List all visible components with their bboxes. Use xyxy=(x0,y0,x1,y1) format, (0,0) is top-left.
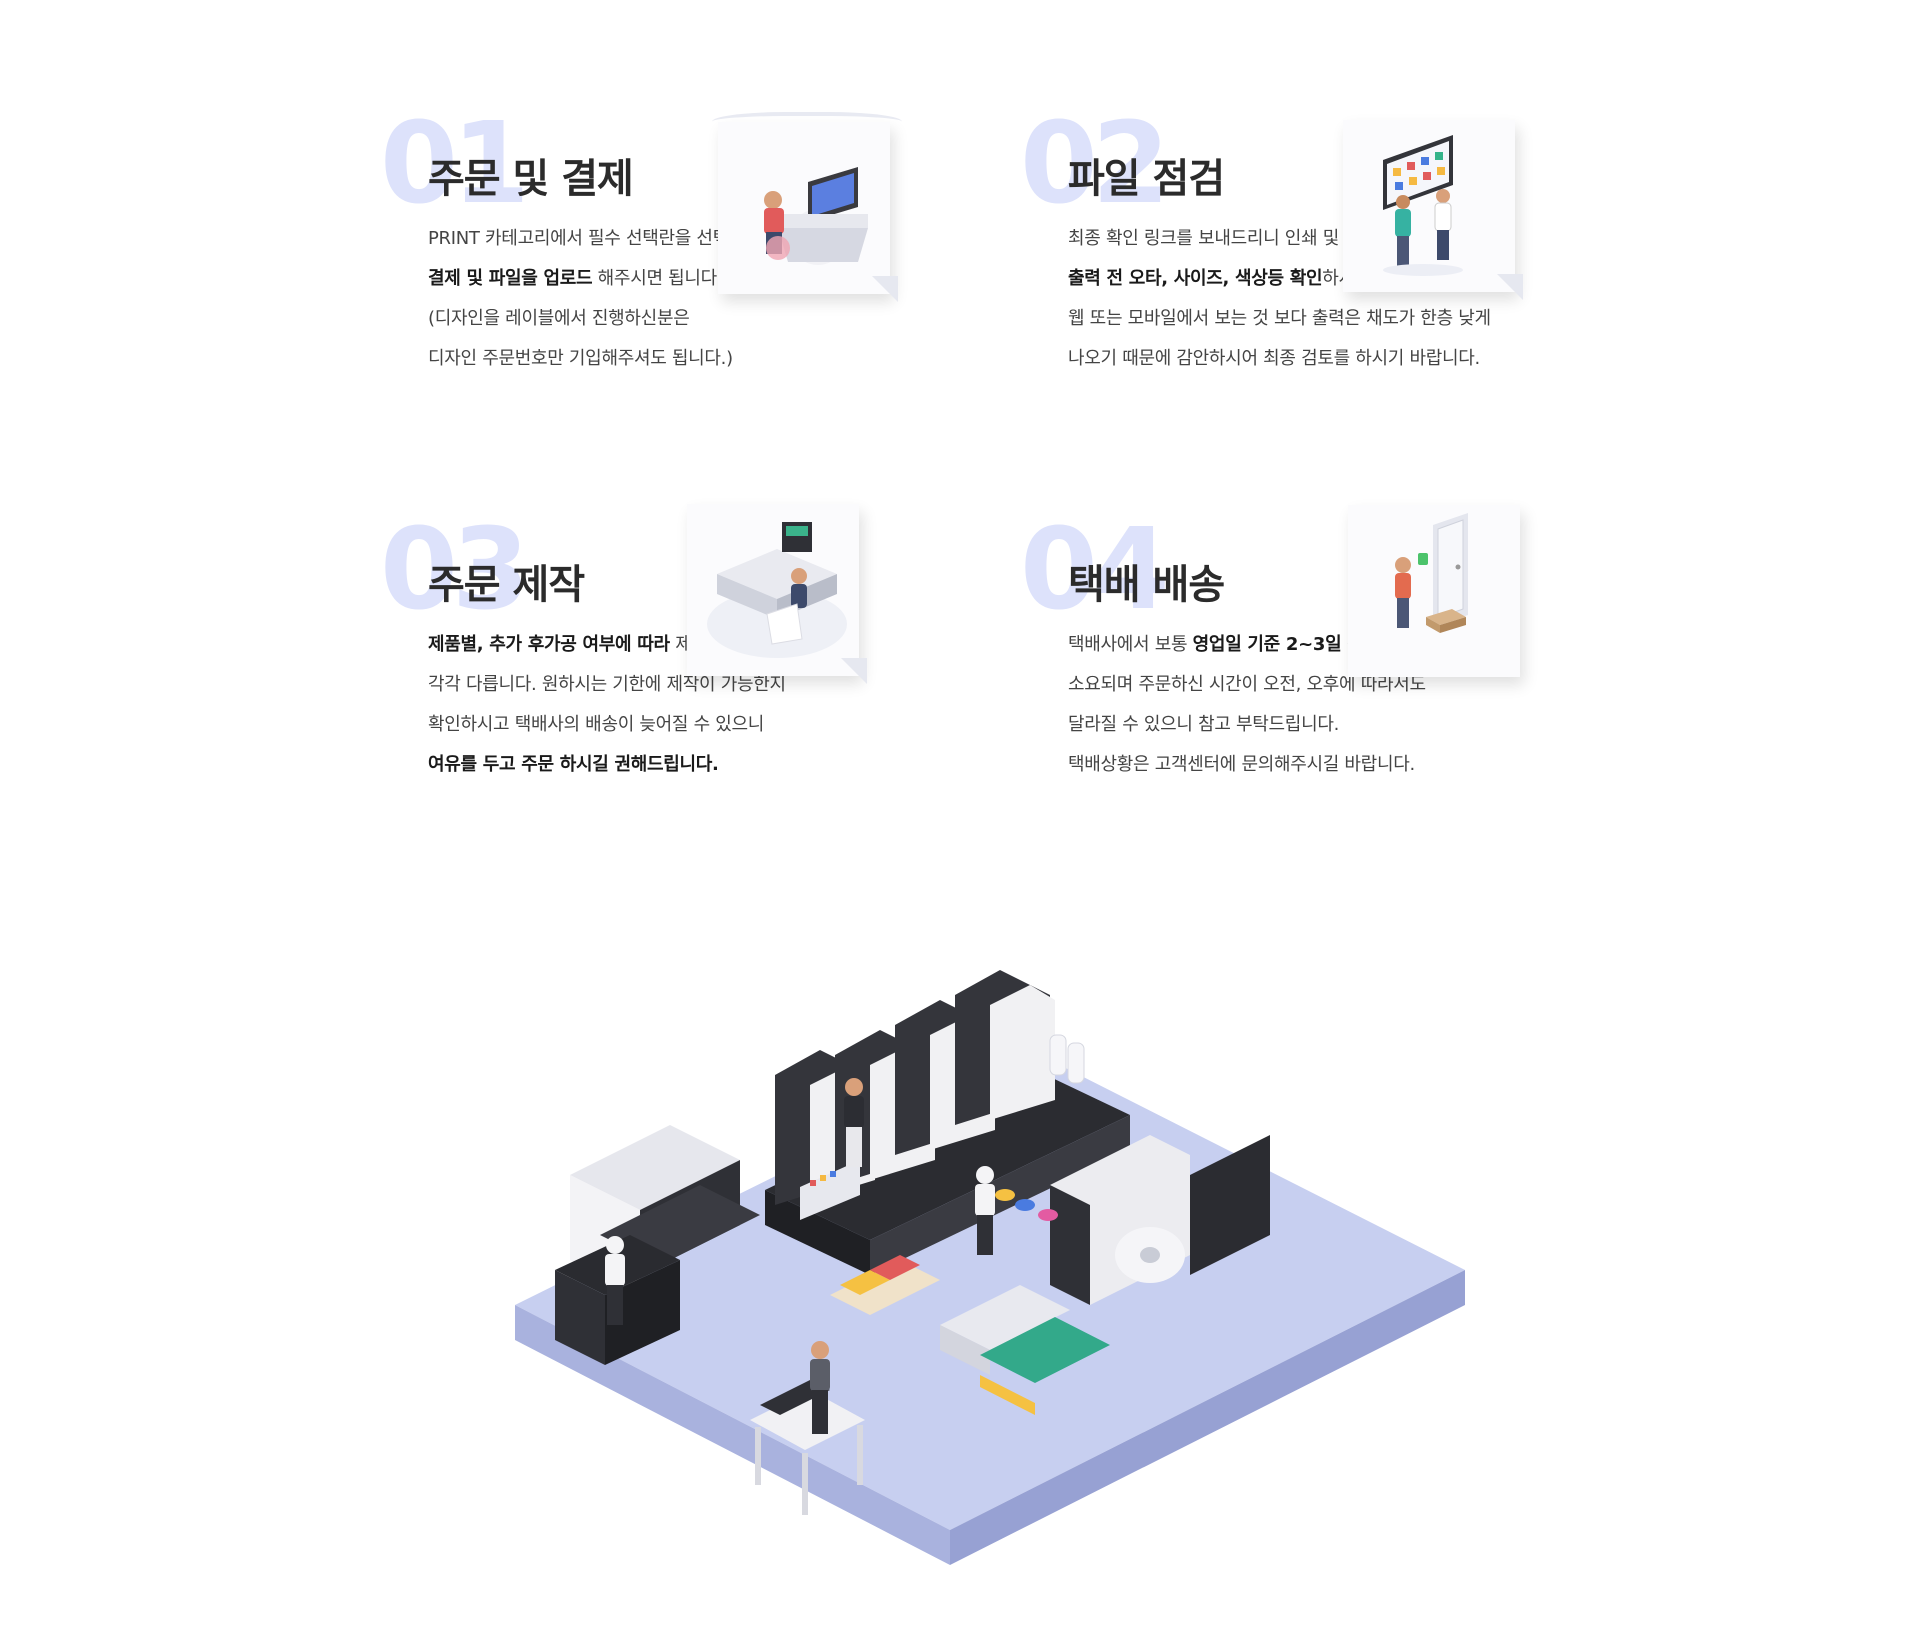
step-description-line: 웹 또는 모바일에서 보는 것 보다 출력은 채도가 한층 낮게 xyxy=(1068,299,1628,339)
step-title: 택배 배송 xyxy=(1068,562,1225,608)
step-description-text: 택배상황은 고객센터에 문의해주시길 바랍니다. xyxy=(1068,754,1415,775)
step-description-text: 택배사에서 보통 xyxy=(1068,634,1193,655)
step-description-text: 최종 확인 링크를 보내드리니 인쇄 및 xyxy=(1068,228,1340,249)
step-description-text: 나오기 때문에 감안하시어 최종 검토를 하시기 바랍니다. xyxy=(1068,348,1480,369)
step-title: 주문 및 결제 xyxy=(428,156,634,202)
step-title: 주문 제작 xyxy=(428,562,585,608)
step-description-line: PRINT 카테고리에서 필수 선택란을 선택 후 xyxy=(428,219,988,259)
step-description-text: 확인하시고 택배사의 배송이 늦어질 수 있으니 xyxy=(428,714,765,735)
step-description-emphasis: 결제 및 파일을 업로드 xyxy=(428,268,593,289)
file-review-board-illustration xyxy=(1343,120,1523,300)
step-description-line: 각각 다릅니다. 원하시는 기한에 제작이 가능한지 xyxy=(428,665,988,705)
step-description-line: 택배상황은 고객센터에 문의해주시길 바랍니다. xyxy=(1068,745,1628,785)
step-description-emphasis: 출력 전 오타, 사이즈, 색상등 확인 xyxy=(1068,268,1323,289)
step-description-text: 소요되며 주문하신 시간이 오전, 오후에 따라서도 xyxy=(1068,674,1426,695)
step-description-line: (디자인을 레이블에서 진행하신분은 xyxy=(428,299,988,339)
step-description-emphasis: 영업일 기준 2~3일 xyxy=(1192,634,1342,655)
step-description-emphasis: 여유를 두고 주문 하시길 권해드립니다. xyxy=(428,754,719,775)
step-description-line: 디자인 주문번호만 기입해주셔도 됩니다.) xyxy=(428,339,988,379)
step-title: 파일 점검 xyxy=(1068,156,1225,202)
step-description: 택배사에서 보통 영업일 기준 2~3일 정도소요되며 주문하신 시간이 오전,… xyxy=(1068,625,1628,785)
step-description-line: 택배사에서 보통 영업일 기준 2~3일 정도 xyxy=(1068,625,1628,665)
step-description-text: 웹 또는 모바일에서 보는 것 보다 출력은 채도가 한층 낮게 xyxy=(1068,308,1491,329)
designer-workstation-illustration xyxy=(712,112,902,302)
step-04: 04 택배 배송 택배사에서 보통 영업일 기준 2~3일 정도소요되며 주문하… xyxy=(1020,514,1580,844)
step-description-text: PRINT 카테고리에서 필수 선택란을 선택 후 xyxy=(428,228,751,249)
step-description-line: 달라질 수 있으니 참고 부탁드립니다. xyxy=(1068,705,1628,745)
step-number: 01 xyxy=(380,99,530,229)
step-description-line: 확인하시고 택배사의 배송이 늦어질 수 있으니 xyxy=(428,705,988,745)
step-description-text: 해주시면 됩니다. xyxy=(592,268,723,289)
printing-factory-illustration xyxy=(510,875,1470,1575)
step-description-text: 디자인 주문번호만 기입해주셔도 됩니다.) xyxy=(428,348,733,369)
step-description-line: 여유를 두고 주문 하시길 권해드립니다. xyxy=(428,745,988,785)
step-description-line: 나오기 때문에 감안하시어 최종 검토를 하시기 바랍니다. xyxy=(1068,339,1628,379)
step-description-line: 소요되며 주문하신 시간이 오전, 오후에 따라서도 xyxy=(1068,665,1628,705)
production-machine-illustration xyxy=(687,504,867,684)
step-description-line: 최종 확인 링크를 보내드리니 인쇄 및 xyxy=(1068,219,1628,259)
parcel-delivery-illustration xyxy=(1348,505,1520,677)
step-description-text: (디자인을 레이블에서 진행하신분은 xyxy=(428,308,690,329)
step-description-text: 각각 다릅니다. 원하시는 기한에 제작이 가능한지 xyxy=(428,674,786,695)
step-number: 03 xyxy=(380,505,530,635)
step-number: 04 xyxy=(1020,505,1170,635)
step-number: 02 xyxy=(1020,99,1170,229)
step-description-emphasis: 제품별, 추가 후가공 여부에 따라 xyxy=(428,634,670,655)
step-description-line: 결제 및 파일을 업로드 해주시면 됩니다. xyxy=(428,259,988,299)
step-description-text: 달라질 수 있으니 참고 부탁드립니다. xyxy=(1068,714,1340,735)
